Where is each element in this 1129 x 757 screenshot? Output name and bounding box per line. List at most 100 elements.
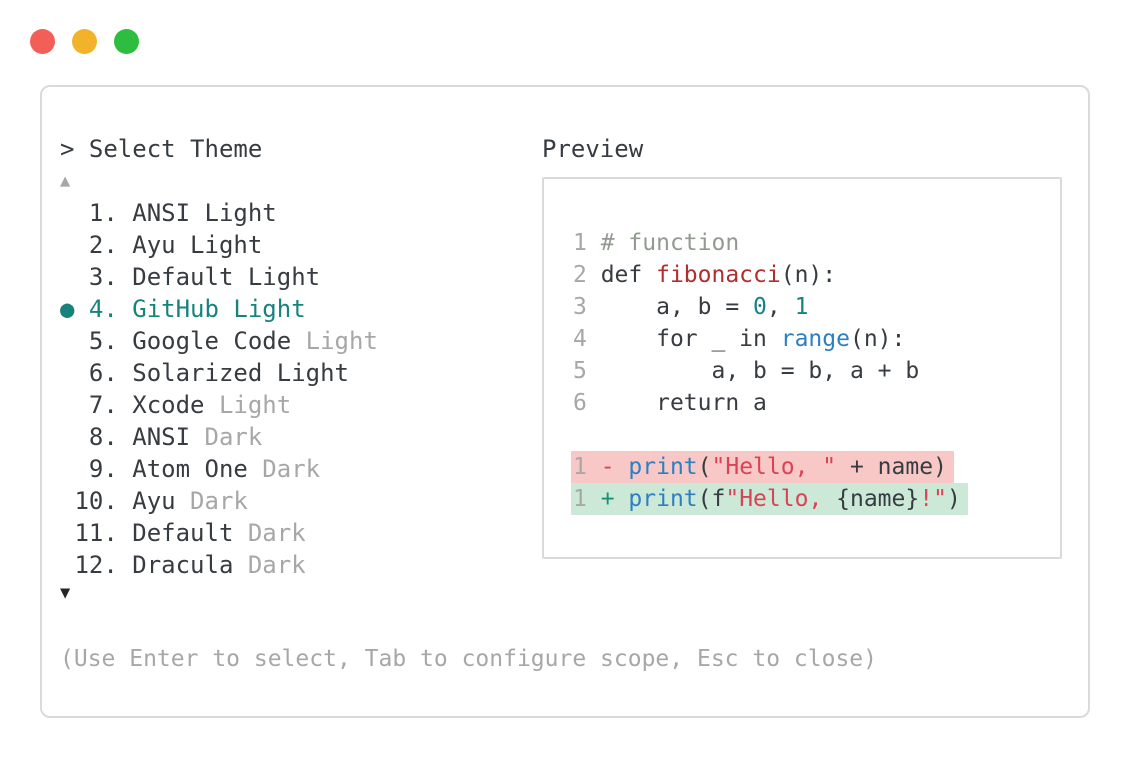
theme-list-item[interactable]: 11. Default Dark xyxy=(60,517,378,549)
theme-list-item[interactable]: 7. Xcode Light xyxy=(60,389,378,421)
code-line xyxy=(571,419,968,451)
code-line: 1 # function xyxy=(571,227,968,259)
theme-item-number: 10. xyxy=(74,487,133,515)
theme-item-variant: Light xyxy=(233,295,306,323)
bullet-placeholder xyxy=(60,423,74,451)
theme-item-number: 7. xyxy=(74,391,133,419)
code-line: 4 for _ in range(n): xyxy=(571,323,968,355)
scroll-down-indicator[interactable]: ▼ xyxy=(60,583,71,603)
theme-list-item[interactable]: 8. ANSI Dark xyxy=(60,421,378,453)
code-token: "Hello, " xyxy=(711,454,837,480)
code-token: range xyxy=(780,326,850,352)
code-line: 6 return a xyxy=(571,387,968,419)
theme-item-number: 6. xyxy=(74,359,133,387)
theme-list-item[interactable]: ● 4. GitHub Light xyxy=(60,293,378,325)
theme-item-name: Ayu xyxy=(132,487,191,515)
code-token: , xyxy=(766,294,795,320)
theme-item-number: 3. xyxy=(74,263,133,291)
bullet-placeholder xyxy=(60,359,74,387)
diff-added-line: 1 + print(f"Hello, {name}!") xyxy=(571,483,968,515)
code-token: {name} xyxy=(836,486,920,512)
theme-item-name: Xcode xyxy=(132,391,219,419)
code-token: a, b = b, a + b xyxy=(600,358,920,384)
theme-item-variant: Light xyxy=(276,359,349,387)
bullet-placeholder xyxy=(60,327,74,355)
theme-item-variant: Light xyxy=(190,231,263,259)
code-token: a, b = xyxy=(600,294,754,320)
theme-item-number: 1. xyxy=(74,199,133,227)
theme-item-name: GitHub xyxy=(132,295,234,323)
theme-item-variant: Dark xyxy=(262,455,321,483)
code-token: !" xyxy=(919,486,947,512)
theme-picker-window: > Select Theme ▲ 1. ANSI Light 2. Ayu Li… xyxy=(40,85,1090,718)
minimize-button[interactable] xyxy=(72,29,97,54)
code-line-text: 2 def fibonacci(n): xyxy=(571,259,843,291)
theme-list-item[interactable]: 9. Atom One Dark xyxy=(60,453,378,485)
line-number: 4 xyxy=(573,326,601,352)
code-token: for _ in xyxy=(600,326,781,352)
bullet-placeholder xyxy=(60,455,74,483)
line-number: 5 xyxy=(573,358,601,384)
line-number: 1 xyxy=(573,230,601,256)
footer-hint: (Use Enter to select, Tab to configure s… xyxy=(60,646,877,672)
code-token: fibonacci xyxy=(656,262,781,288)
code-token: print xyxy=(628,454,698,480)
theme-item-variant: Dark xyxy=(204,423,263,451)
theme-item-number: 8. xyxy=(74,423,133,451)
code-line-text: 1 - print("Hello, " + name) xyxy=(571,451,954,483)
theme-item-number: 5. xyxy=(74,327,133,355)
code-token: ( xyxy=(697,454,712,480)
theme-list-item[interactable]: 10. Ayu Dark xyxy=(60,485,378,517)
theme-list-item[interactable]: 5. Google Code Light xyxy=(60,325,378,357)
code-token: (f xyxy=(697,486,726,512)
bullet-placeholder xyxy=(60,487,74,515)
picker-header: > Select Theme xyxy=(60,133,262,165)
zoom-button[interactable] xyxy=(114,29,139,54)
close-button[interactable] xyxy=(30,29,55,54)
scroll-up-indicator[interactable]: ▲ xyxy=(60,171,71,191)
bullet-placeholder xyxy=(60,391,74,419)
theme-list-item[interactable]: 6. Solarized Light xyxy=(60,357,378,389)
theme-item-variant: Light xyxy=(247,263,321,291)
bullet-placeholder xyxy=(60,263,74,291)
theme-item-name: Dracula xyxy=(132,551,248,579)
theme-item-number: 2. xyxy=(74,231,133,259)
code-line: 3 a, b = 0, 1 xyxy=(571,291,968,323)
theme-item-number: 12. xyxy=(74,551,133,579)
preview-label: Preview xyxy=(542,135,644,163)
code-line: 2 def fibonacci(n): xyxy=(571,259,968,291)
diff-removed-line: 1 - print("Hello, " + name) xyxy=(571,451,968,483)
theme-list-item[interactable]: 2. Ayu Light xyxy=(60,229,378,261)
theme-item-number: 4. xyxy=(74,295,133,323)
line-number: 6 xyxy=(573,390,601,416)
code-token: ) xyxy=(946,486,961,512)
traffic-lights xyxy=(30,29,139,54)
code-token: (n): xyxy=(849,326,906,352)
theme-item-variant: Light xyxy=(305,327,378,355)
theme-list-item[interactable]: 3. Default Light xyxy=(60,261,378,293)
code-token: print xyxy=(628,486,698,512)
theme-list-item[interactable]: 12. Dracula Dark xyxy=(60,549,378,581)
theme-item-variant: Light xyxy=(218,391,292,419)
code-token: 1 xyxy=(794,294,809,320)
line-number: 1 xyxy=(573,454,601,480)
theme-item-name: Ayu xyxy=(132,231,191,259)
theme-item-name: Default xyxy=(132,263,248,291)
theme-item-name: Default xyxy=(132,519,248,547)
theme-item-variant: Dark xyxy=(247,551,306,579)
bullet-placeholder xyxy=(60,199,74,227)
code-line-text xyxy=(571,419,580,451)
code-token: 0 xyxy=(753,294,767,320)
line-number: 3 xyxy=(573,294,601,320)
code-token: - xyxy=(600,454,629,480)
theme-list-item[interactable]: 1. ANSI Light xyxy=(60,197,378,229)
code-token: + xyxy=(600,486,629,512)
theme-item-number: 11. xyxy=(74,519,133,547)
code-token: # function xyxy=(600,230,740,256)
prompt-icon: > xyxy=(60,135,89,163)
code-line-text: 1 # function xyxy=(571,227,746,259)
theme-item-variant: Light xyxy=(204,199,277,227)
